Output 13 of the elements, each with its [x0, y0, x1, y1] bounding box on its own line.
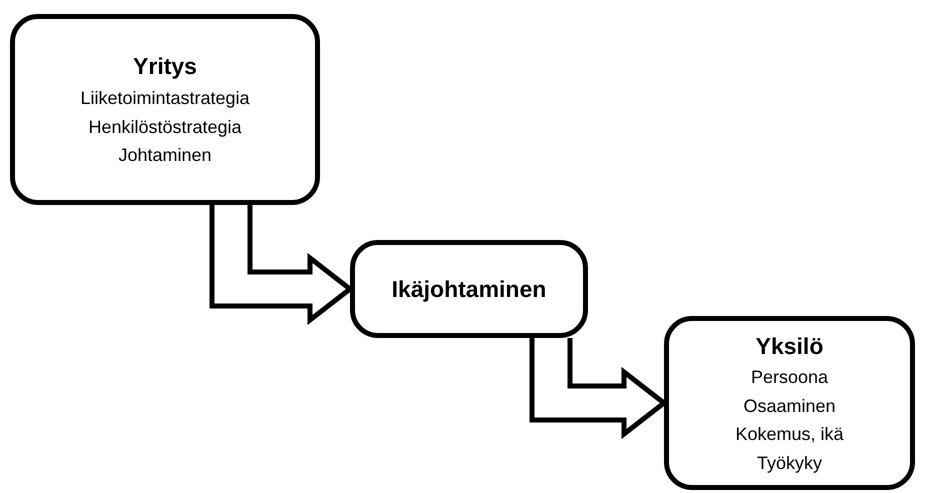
box-item: Johtaminen [118, 144, 212, 167]
box-heading: Yksilö [756, 332, 824, 360]
box-item: Persoona [750, 366, 828, 389]
box-heading: Yritys [133, 52, 197, 82]
box-item: Kokemus, ikä [735, 423, 844, 446]
rounded-box [664, 316, 915, 490]
rounded-box [350, 240, 588, 338]
box-heading: Ikäjohtaminen [392, 274, 546, 304]
box-item: Henkilöstöstrategia [88, 116, 242, 138]
box-item: Liiketoimintastrategia [80, 87, 250, 110]
box-item: Osaaminen [743, 394, 836, 418]
box-item: Työkyky [756, 452, 822, 474]
rounded-box [10, 14, 320, 205]
